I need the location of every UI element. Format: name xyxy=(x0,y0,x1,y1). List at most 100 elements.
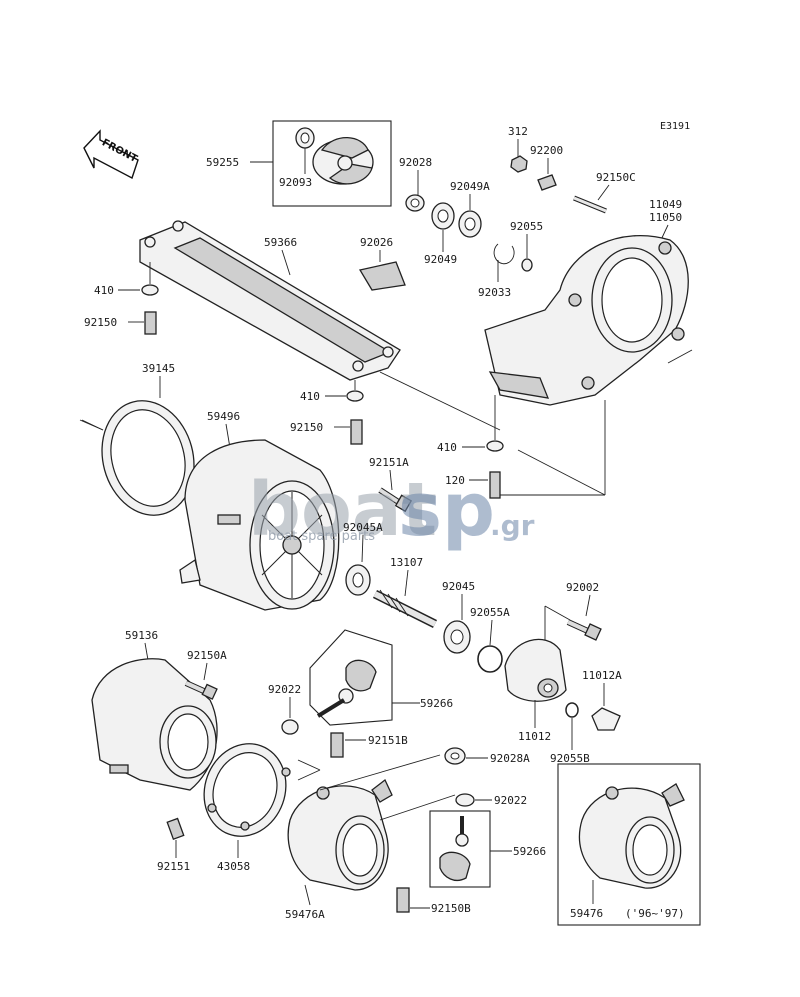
callout-92151A: 92151A xyxy=(369,456,409,469)
callout-13107: 13107 xyxy=(390,556,423,569)
watermark-tagline: boat spare parts xyxy=(268,529,375,544)
bushing-59266-b-icon xyxy=(439,816,471,882)
deflector-59476-box xyxy=(557,763,701,926)
callout-59476A: 59476A xyxy=(285,908,325,921)
callout-410-c: 410 xyxy=(437,441,457,454)
callout-410-a: 410 xyxy=(94,284,114,297)
bearing-92045-icon xyxy=(443,620,471,654)
bearing-92045A-icon xyxy=(345,564,371,596)
watermark-brand-left: boat xyxy=(248,467,437,553)
years-note: ('96~'97) xyxy=(625,907,685,920)
callout-92002: 92002 xyxy=(566,581,599,594)
pump-housing-icon xyxy=(484,235,689,406)
callout-92049: 92049 xyxy=(424,253,457,266)
callout-11049: 11049 xyxy=(649,198,682,211)
ride-plate-icon xyxy=(139,220,401,381)
deflector-59476A-icon xyxy=(287,778,393,891)
washer-92022-a-icon xyxy=(281,719,299,735)
callout-59136: 59136 xyxy=(125,629,158,642)
callout-92055: 92055 xyxy=(510,220,543,233)
callout-92055B: 92055B xyxy=(550,752,590,765)
nut-icon xyxy=(510,155,528,173)
callout-59266-b: 59266 xyxy=(513,845,546,858)
callout-92150-b: 92150 xyxy=(290,421,323,434)
watermark-logo: boat sp .gr boat spare parts xyxy=(248,467,535,553)
callout-92045: 92045 xyxy=(442,580,475,593)
callout-92150-a: 92150 xyxy=(84,316,117,329)
seal-ring-icon xyxy=(295,127,315,149)
ring-39145-icon xyxy=(101,400,195,516)
stud-bolt-icon xyxy=(573,195,607,214)
callout-11050: 11050 xyxy=(649,211,682,224)
bolt-92151-icon xyxy=(166,817,185,841)
callout-92028A: 92028A xyxy=(490,752,530,765)
kit-59266-b-box xyxy=(429,810,491,888)
circlip-icon xyxy=(493,243,515,265)
o-ring-92055-icon xyxy=(521,258,533,272)
callout-92151: 92151 xyxy=(157,860,190,873)
callout-92033: 92033 xyxy=(478,286,511,299)
callout-120: 120 xyxy=(445,474,465,487)
callout-92022-b: 92022 xyxy=(494,794,527,807)
nozzle-59136-icon xyxy=(91,658,218,791)
pump-case-icon xyxy=(179,439,340,611)
callout-11012A: 11012A xyxy=(582,669,622,682)
bolt-92150B-icon xyxy=(396,887,410,913)
impeller-kit-box xyxy=(272,120,392,207)
callout-11012: 11012 xyxy=(518,730,551,743)
callout-92150C: 92150C xyxy=(596,171,636,184)
callout-59476: 59476 xyxy=(570,907,603,920)
washer-92022-b-icon xyxy=(455,793,475,807)
drive-shaft-icon xyxy=(372,589,438,629)
o-ring-92055B-icon xyxy=(565,702,579,718)
washer-410-b-icon xyxy=(346,390,364,402)
plate-icon xyxy=(537,174,557,191)
impeller-icon xyxy=(312,137,374,185)
callout-92093: 92093 xyxy=(279,176,312,189)
seal-92049A-icon xyxy=(458,210,482,238)
bushing-59266-a-icon xyxy=(316,659,377,718)
callout-92022-a: 92022 xyxy=(268,683,301,696)
callout-92026: 92026 xyxy=(360,236,393,249)
callout-92055A: 92055A xyxy=(470,606,510,619)
pad-icon xyxy=(358,261,406,291)
bolt-92150-a-icon xyxy=(144,311,157,335)
o-ring-92055A-icon xyxy=(477,645,503,673)
callout-92049A: 92049A xyxy=(450,180,490,193)
callout-92200: 92200 xyxy=(530,144,563,157)
watermark-brand-right: sp xyxy=(398,467,495,553)
bolt-92002-icon xyxy=(566,619,602,641)
kit-59266-a-box xyxy=(309,629,393,726)
callout-92150B: 92150B xyxy=(431,902,471,915)
bolt-92150A-icon xyxy=(184,680,218,700)
cap-11012-icon xyxy=(504,638,567,702)
callout-92150A: 92150A xyxy=(187,649,227,662)
deflector-59476-icon xyxy=(578,783,685,889)
bolt-92150-b-icon xyxy=(350,419,363,445)
bushing-icon xyxy=(405,194,425,212)
seal-92049-icon xyxy=(431,202,455,230)
callout-92045A: 92045A xyxy=(343,521,383,534)
bushing-92028A-icon xyxy=(444,747,466,765)
callout-59366: 59366 xyxy=(264,236,297,249)
ring-43058-icon xyxy=(203,743,291,837)
callout-312: 312 xyxy=(508,125,528,138)
callout-92028-top: 92028 xyxy=(399,156,432,169)
watermark-brand-suffix: .gr xyxy=(490,509,535,542)
bolt-120-icon xyxy=(489,471,501,499)
washer-410-c-icon xyxy=(486,440,504,452)
diagram-code: E3191 xyxy=(660,121,690,132)
bolt-92151B-icon xyxy=(330,732,344,758)
callout-59255: 59255 xyxy=(206,156,239,169)
washer-410-a-icon xyxy=(141,284,159,296)
callout-39145: 39145 xyxy=(142,362,175,375)
callout-59496: 59496 xyxy=(207,410,240,423)
front-arrow-icon: FRONT xyxy=(83,129,139,180)
callout-92151B: 92151B xyxy=(368,734,408,747)
callout-410-b: 410 xyxy=(300,390,320,403)
bolt-92151A-icon xyxy=(378,487,413,513)
callout-59266-a: 59266 xyxy=(420,697,453,710)
plug-11012A-icon xyxy=(591,707,621,731)
callout-43058: 43058 xyxy=(217,860,250,873)
